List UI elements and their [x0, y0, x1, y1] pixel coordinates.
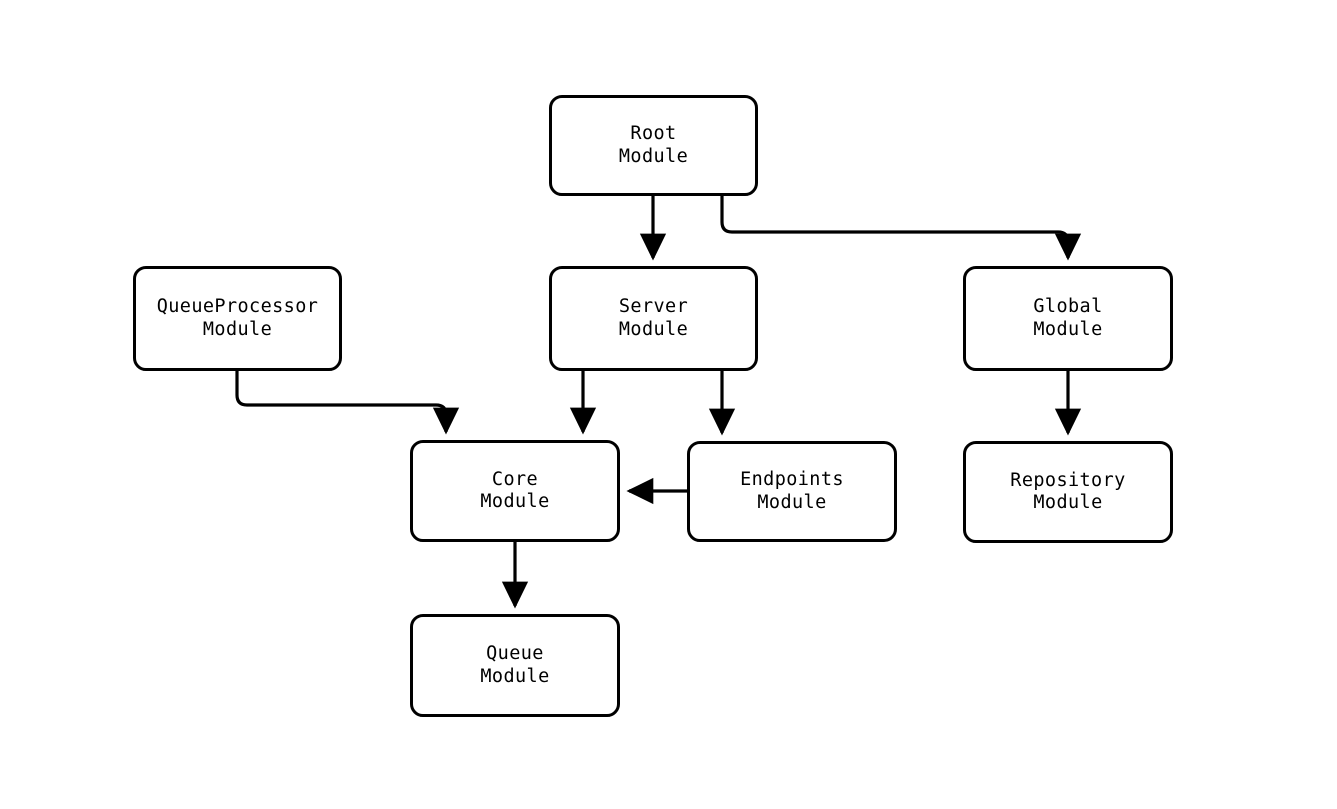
node-global-module[interactable]: Global Module: [963, 266, 1173, 371]
node-server-module-line1: Server: [618, 296, 689, 317]
node-queueprocessor-module-line2: Module: [202, 318, 273, 340]
node-queueprocessor-module[interactable]: QueueProcessor Module: [133, 266, 342, 371]
node-queue-module[interactable]: Queue Module: [410, 614, 620, 717]
node-endpoints-module-line2: Module: [757, 491, 827, 513]
node-queue-module-line2: Module: [480, 665, 550, 687]
node-global-module-line2: Module: [1033, 318, 1103, 340]
edge-root-global: [720, 196, 1082, 261]
node-repository-module[interactable]: Repository Module: [963, 441, 1173, 543]
node-root-module-line1: Root: [630, 123, 677, 144]
node-core-module-line1: Core: [491, 468, 539, 490]
node-server-module-line2: Module: [618, 318, 689, 340]
node-endpoints-module-line1: Endpoints: [740, 469, 844, 490]
node-server-module[interactable]: Server Module: [549, 266, 758, 371]
node-queueprocessor-module-line1: QueueProcessor: [156, 296, 319, 317]
node-repository-module-line2: Module: [1033, 492, 1103, 513]
node-core-module[interactable]: Core Module: [410, 440, 620, 542]
node-root-module-line2: Module: [618, 145, 689, 167]
node-repository-module-line1: Repository: [1010, 469, 1126, 491]
edge-queueprocessor-core: [235, 371, 460, 435]
node-queue-module-line1: Queue: [486, 643, 544, 664]
node-endpoints-module[interactable]: Endpoints Module: [687, 441, 897, 542]
node-global-module-line1: Global: [1033, 296, 1103, 317]
node-root-module[interactable]: Root Module: [549, 95, 758, 196]
node-core-module-line2: Module: [480, 491, 550, 512]
